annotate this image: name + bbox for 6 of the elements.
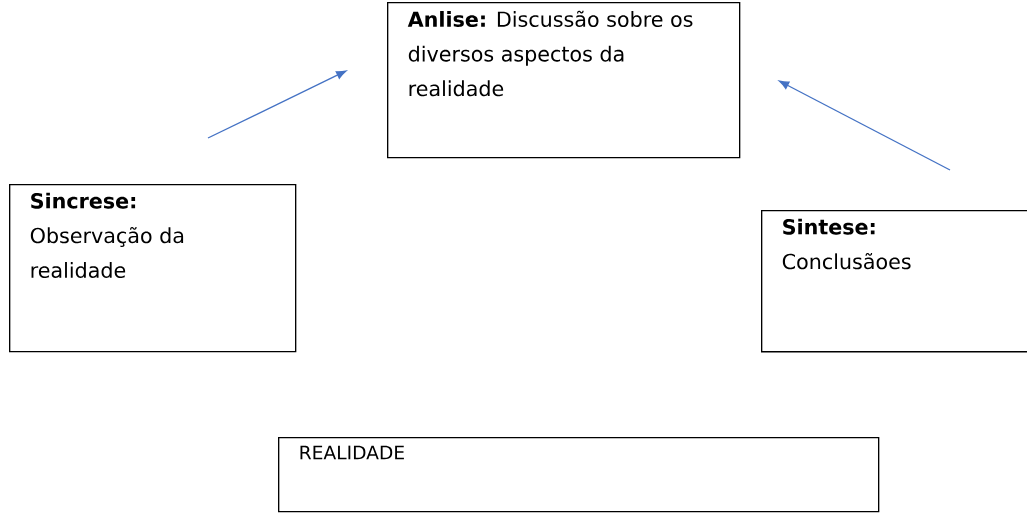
text-box: Sintese: Conclusãoes (761, 210, 1027, 353)
arrow (779, 80, 951, 171)
text-box: Anlise: Discussão sobre os diversos aspectos da realidade (387, 2, 741, 159)
arrow (207, 70, 347, 139)
text-box: REALIDADE (278, 437, 880, 513)
text-box: Sincrese: Observação da realidade (9, 184, 297, 353)
